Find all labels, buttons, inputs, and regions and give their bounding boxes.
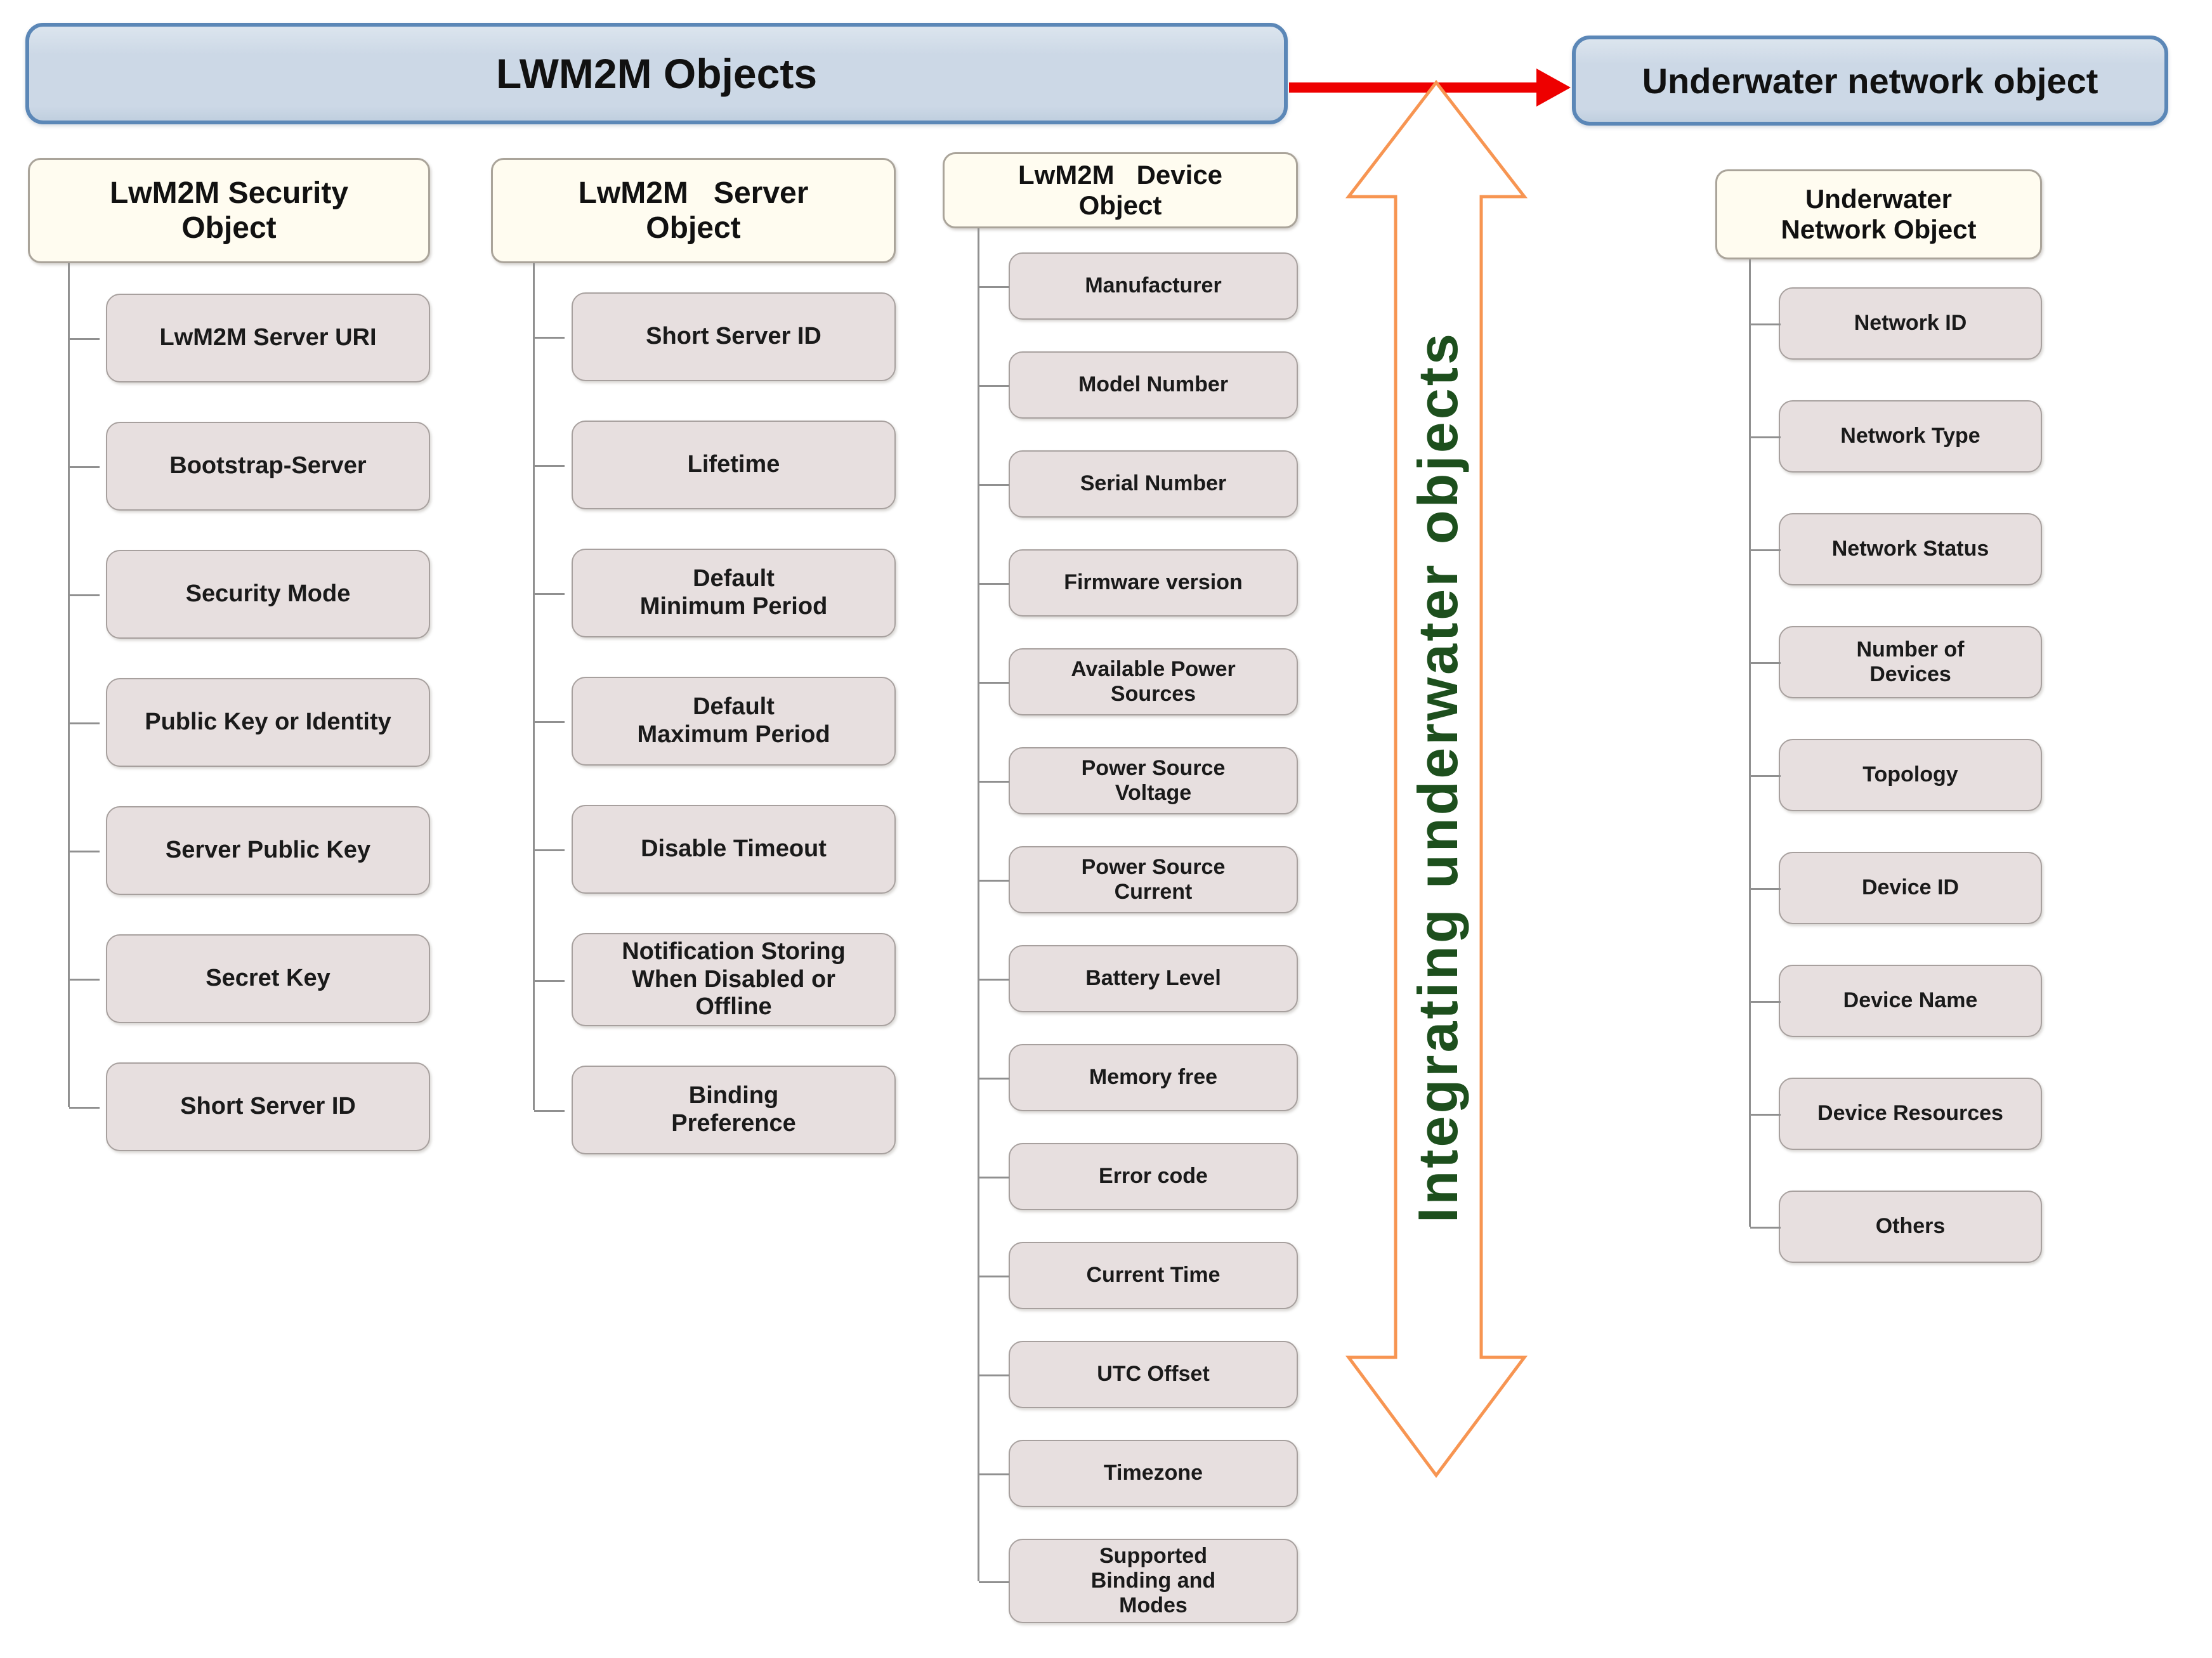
tree-item: Short Server ID	[534, 292, 896, 381]
tree-item: Topology	[1750, 739, 2042, 811]
tree-item: Number of Devices	[1750, 626, 2042, 698]
tree-trunk-line	[1749, 259, 1751, 1227]
tree-item: Timezone	[979, 1440, 1298, 1507]
tree-item: Supported Binding and Modes	[979, 1539, 1298, 1624]
red-connector-arrow	[1289, 69, 1571, 107]
column-header: LwM2M Security Object	[28, 158, 430, 263]
tree-item: Network Type	[1750, 400, 2042, 473]
red-arrowhead-icon	[1536, 69, 1571, 107]
tree-item: Serial Number	[979, 450, 1298, 518]
tree-item: Power Source Voltage	[979, 747, 1298, 814]
tree-item: Current Time	[979, 1242, 1298, 1309]
tree-item: Default Maximum Period	[534, 677, 896, 766]
column-header: Underwater Network Object	[1715, 169, 2042, 259]
tree-item: Server Public Key	[69, 806, 430, 895]
lwm2m-objects-bar: LWM2M Objects	[25, 23, 1288, 124]
integration-double-arrow-icon	[1345, 79, 1528, 1478]
tree-item: Device Resources	[1750, 1078, 2042, 1150]
tree-item: Device Name	[1750, 965, 2042, 1037]
tree-item: Network Status	[1750, 513, 2042, 585]
tree-item: Network ID	[1750, 287, 2042, 360]
column-header: LwM2M Device Object	[943, 152, 1298, 228]
tree-trunk-line	[978, 228, 979, 1581]
tree-item: Device ID	[1750, 852, 2042, 924]
tree-item: Available Power Sources	[979, 648, 1298, 715]
tree-item: Manufacturer	[979, 252, 1298, 320]
tree-item: Binding Preference	[534, 1066, 896, 1155]
tree-item: Error code	[979, 1143, 1298, 1210]
tree-item: Security Mode	[69, 550, 430, 639]
integration-arrow-label: Integrating underwater objects	[1406, 331, 1469, 1223]
tree-item: Model Number	[979, 351, 1298, 419]
tree-item: Public Key or Identity	[69, 678, 430, 767]
tree-item: UTC Offset	[979, 1341, 1298, 1408]
underwater-network-object-bar: Underwater network object	[1572, 36, 2168, 126]
tree-item: Power Source Current	[979, 846, 1298, 913]
tree-item: Notification Storing When Disabled or Of…	[534, 933, 896, 1027]
column-lwm2m-server-object: LwM2M Server Object Short Server ID Lifet…	[491, 158, 896, 1155]
tree-item: Secret Key	[69, 934, 430, 1023]
tree-trunk-line	[68, 263, 70, 1107]
column-lwm2m-security-object: LwM2M Security Object LwM2M Server URI Bo…	[28, 158, 430, 1151]
tree-item: Memory free	[979, 1044, 1298, 1111]
tree-item: Default Minimum Period	[534, 549, 896, 637]
tree-item: Bootstrap-Server	[69, 422, 430, 511]
tree-item: Battery Level	[979, 945, 1298, 1012]
tree-item: Others	[1750, 1191, 2042, 1263]
tree-item: LwM2M Server URI	[69, 294, 430, 382]
tree-trunk-line	[533, 263, 535, 1110]
tree-item: Firmware version	[979, 549, 1298, 617]
tree-item: Lifetime	[534, 421, 896, 509]
tree-item: Disable Timeout	[534, 805, 896, 894]
column-header: LwM2M Server Object	[491, 158, 896, 263]
tree-item: Short Server ID	[69, 1062, 430, 1151]
